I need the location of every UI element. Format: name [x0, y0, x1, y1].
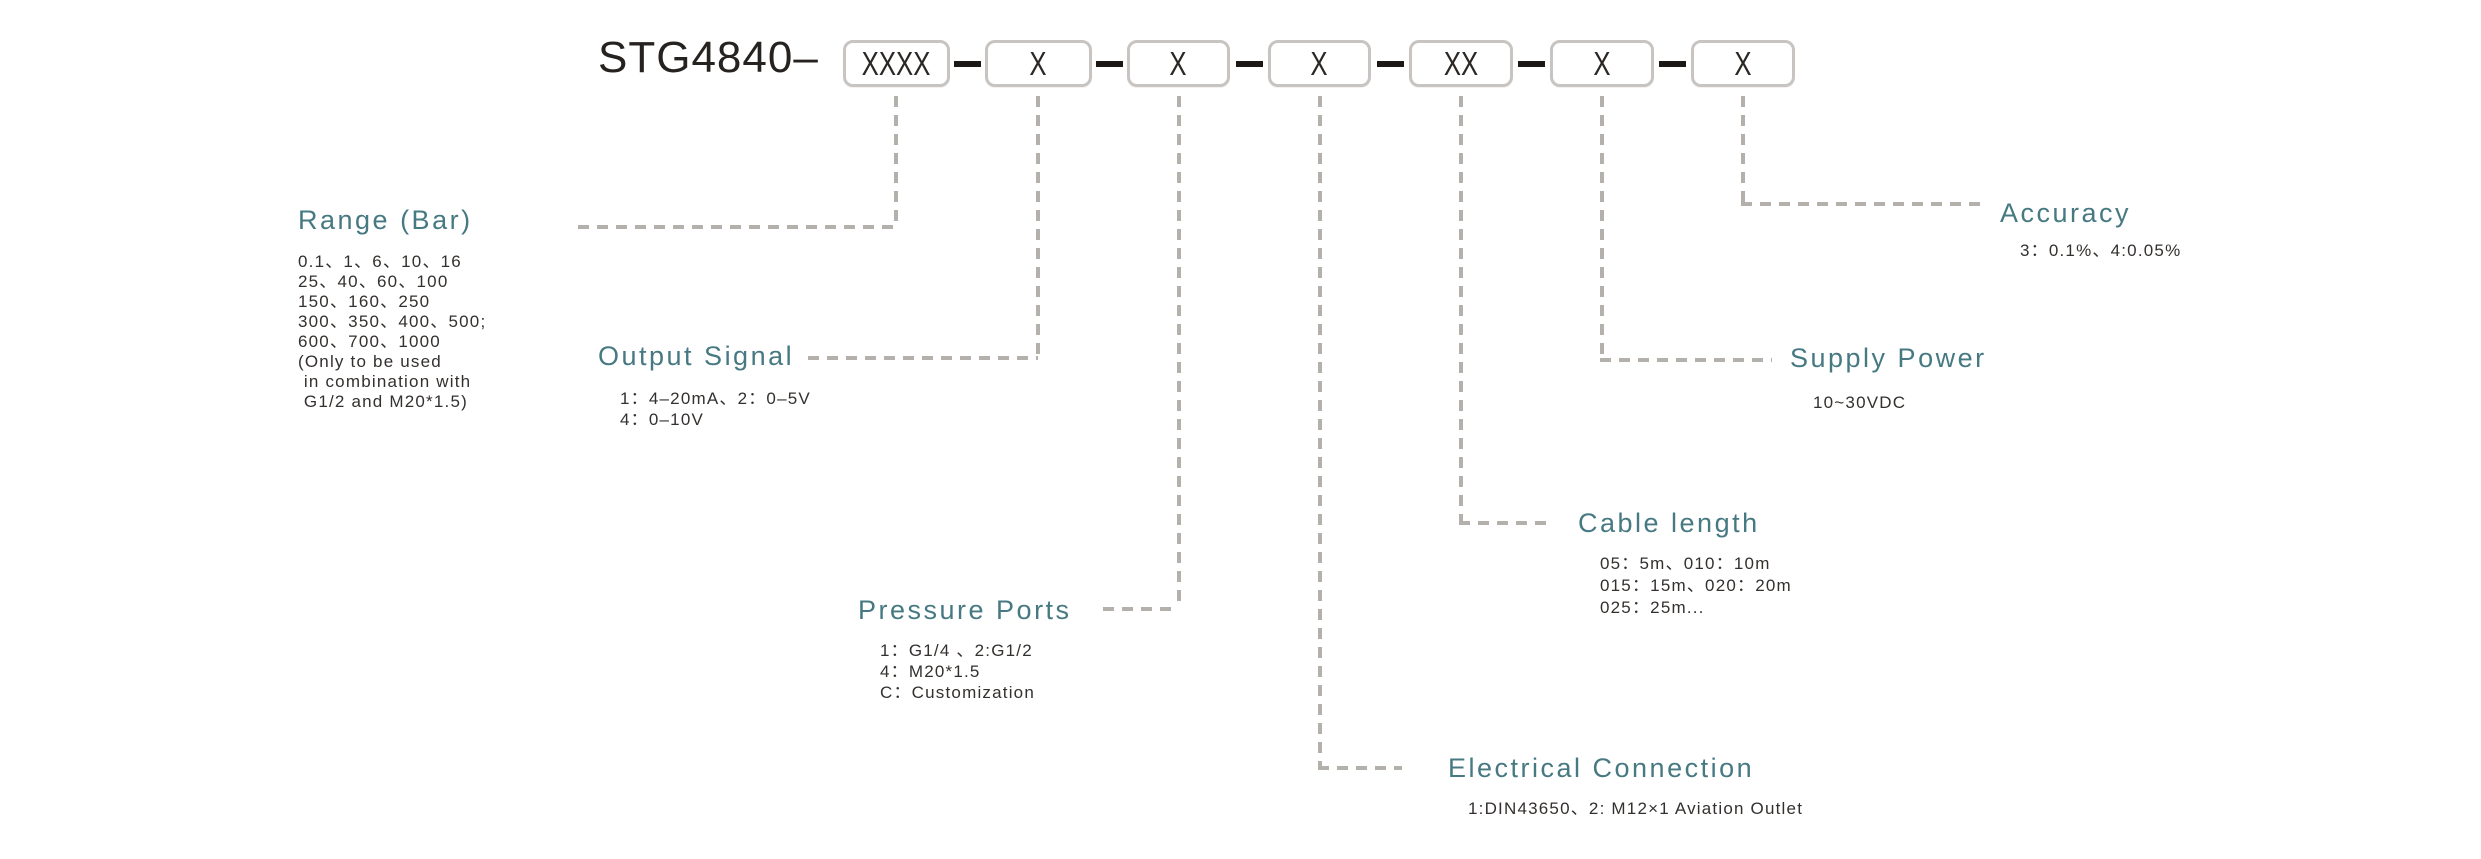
code-separator-dash	[1659, 61, 1686, 67]
connector-range-vertical	[894, 96, 898, 227]
field-options-accuracy: 3：0.1%、4:0.05%	[2020, 240, 2181, 261]
option-line: 600、700、1000	[298, 332, 441, 351]
option-line: 025：25m...	[1600, 598, 1705, 617]
field-title-range: Range (Bar)	[298, 205, 473, 235]
option-line: 1：4–20mA、2：0–5V	[620, 389, 811, 408]
connector-electrical-connection-vertical	[1318, 96, 1322, 768]
connector-supply-power-vertical	[1600, 96, 1604, 360]
option-line: G1/2 and M20*1.5)	[298, 392, 468, 411]
connector-cable-length-horizontal	[1459, 521, 1554, 525]
field-title-cable-length: Cable length	[1578, 508, 1760, 538]
field-title-pressure-ports: Pressure Ports	[858, 595, 1072, 625]
connector-accuracy-horizontal	[1741, 202, 1987, 206]
field-options-cable-length: 05：5m、010：10m 015：15m、020：20m 025：25m...	[1600, 553, 1792, 619]
field-title-supply-power: Supply Power	[1790, 343, 1987, 373]
code-box-pressure-ports-label: X	[1169, 44, 1188, 82]
connector-pressure-ports-vertical	[1177, 96, 1181, 609]
field-options-output-signal: 1：4–20mA、2：0–5V 4：0–10V	[620, 388, 811, 430]
option-line: C：Customization	[880, 683, 1035, 702]
option-line: (Only to be used	[298, 352, 442, 371]
code-box-electrical-connection-label: X	[1310, 44, 1329, 82]
code-separator-dash	[1096, 61, 1123, 67]
option-line: 25、40、60、100	[298, 272, 449, 291]
code-box-accuracy-label: X	[1734, 44, 1752, 82]
option-line: 10~30VDC	[1813, 393, 1907, 412]
option-line: 4：M20*1.5	[880, 662, 981, 681]
code-box-cable-length-label: XX	[1443, 44, 1479, 82]
code-box-range: XXXX	[843, 40, 950, 87]
connector-pressure-ports-horizontal	[1103, 607, 1179, 611]
code-separator-dash	[954, 61, 981, 67]
code-separator-dash	[1236, 61, 1263, 67]
option-line: 1：G1/4 、2:G1/2	[880, 641, 1033, 660]
code-box-supply-power: X	[1550, 40, 1654, 87]
field-options-range: 0.1、1、6、10、16 25、40、60、100 150、160、250 3…	[298, 252, 486, 412]
code-box-range-label: XXXX	[862, 44, 931, 82]
code-box-accuracy: X	[1691, 40, 1795, 87]
option-line: 1:DIN43650、2: M12×1 Aviation Outlet	[1468, 799, 1804, 818]
option-line: 300、350、400、500;	[298, 312, 487, 331]
code-box-output-signal: X	[985, 40, 1092, 87]
field-title-accuracy: Accuracy	[2000, 198, 2132, 228]
code-box-output-signal-label: X	[1029, 44, 1048, 82]
code-separator-dash	[1377, 61, 1404, 67]
option-line: 3：0.1%、4:0.05%	[2020, 241, 2182, 260]
connector-range-horizontal	[578, 225, 896, 229]
connector-output-signal-vertical	[1036, 96, 1040, 358]
connector-supply-power-horizontal	[1600, 358, 1772, 362]
field-title-electrical-connection: Electrical Connection	[1448, 753, 1755, 783]
code-box-pressure-ports: X	[1127, 40, 1230, 87]
code-box-supply-power-label: X	[1593, 44, 1611, 82]
option-line: in combination with	[298, 372, 472, 391]
connector-cable-length-vertical	[1459, 96, 1463, 523]
option-line: 05：5m、010：10m	[1600, 554, 1771, 573]
field-options-pressure-ports: 1：G1/4 、2:G1/2 4：M20*1.5 C：Customization	[880, 640, 1035, 703]
option-line: 4：0–10V	[620, 410, 705, 429]
field-title-output-signal: Output Signal	[598, 341, 795, 371]
code-separator-dash	[1518, 61, 1545, 67]
model-code: STG4840–	[598, 33, 819, 82]
connector-electrical-connection-horizontal	[1318, 766, 1402, 770]
code-box-cable-length: XX	[1409, 40, 1513, 87]
option-line: 150、160、250	[298, 292, 431, 311]
connector-output-signal-horizontal	[808, 356, 1038, 360]
field-options-supply-power: 10~30VDC	[1813, 392, 1906, 413]
option-line: 015：15m、020：20m	[1600, 576, 1792, 595]
option-line: 0.1、1、6、10、16	[298, 252, 462, 271]
code-box-electrical-connection: X	[1268, 40, 1371, 87]
connector-accuracy-vertical	[1741, 96, 1745, 204]
field-options-electrical-connection: 1:DIN43650、2: M12×1 Aviation Outlet	[1468, 798, 1803, 819]
